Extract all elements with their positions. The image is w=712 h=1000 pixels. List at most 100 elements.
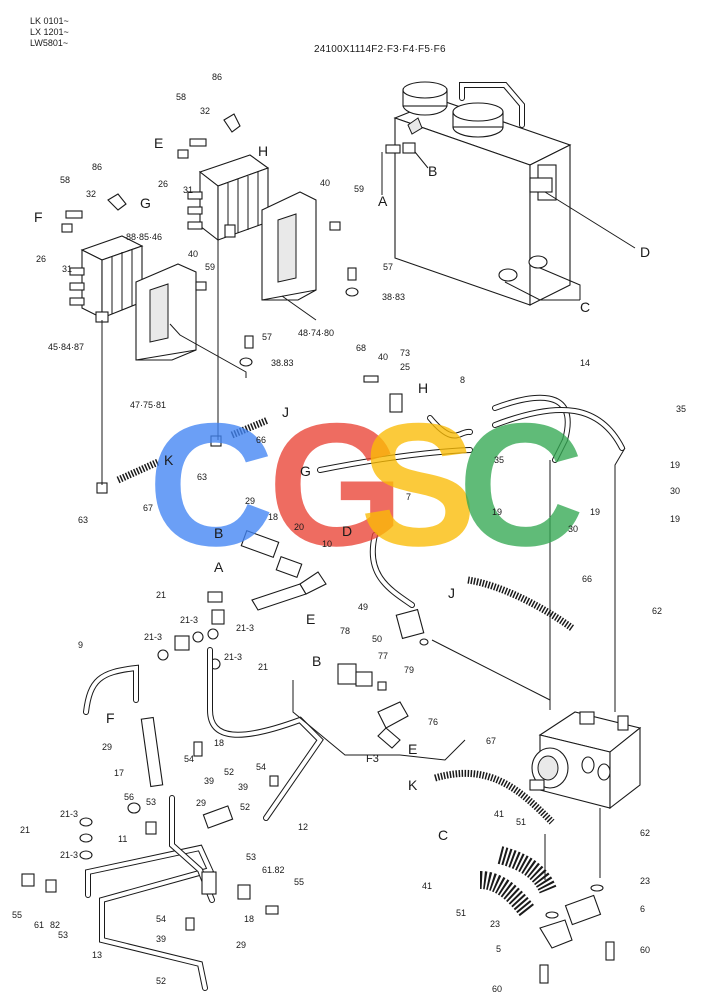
callout: 9 bbox=[78, 640, 83, 650]
callout: 32 bbox=[200, 106, 210, 116]
callout: 54 bbox=[256, 762, 266, 772]
callout: 29 bbox=[102, 742, 112, 752]
callout: 21-3 bbox=[180, 615, 198, 625]
callout: 48·74·80 bbox=[298, 328, 334, 338]
callout: 51 bbox=[456, 908, 466, 918]
callout: 61 bbox=[34, 920, 44, 930]
callout: 55 bbox=[294, 877, 304, 887]
valve-bracket-lower bbox=[135, 263, 197, 361]
connection-letter: J bbox=[282, 404, 289, 420]
callout: 19 bbox=[590, 507, 600, 517]
callout: 35 bbox=[494, 455, 504, 465]
connection-letter: E bbox=[408, 741, 417, 757]
callout: 39 bbox=[204, 776, 214, 786]
callout: 56 bbox=[124, 792, 134, 802]
callout: 30 bbox=[670, 486, 680, 496]
callout: 21-3 bbox=[224, 652, 242, 662]
connection-letter: A bbox=[378, 193, 388, 209]
callout: 38·83 bbox=[382, 292, 405, 302]
connection-letter: D bbox=[342, 523, 352, 539]
callout: 67 bbox=[486, 736, 496, 746]
connection-letter: E bbox=[154, 135, 163, 151]
callout: 76 bbox=[428, 717, 438, 727]
callout: 31 bbox=[183, 185, 193, 195]
callout: 23 bbox=[490, 919, 500, 929]
callout: 10 bbox=[322, 539, 332, 549]
callout: 57 bbox=[383, 262, 393, 272]
callout: 54 bbox=[156, 914, 166, 924]
callout: 45·84·87 bbox=[48, 342, 84, 352]
watermark-letter-s: S bbox=[360, 388, 477, 583]
callout: 59 bbox=[354, 184, 364, 194]
serial-range-1: LK 0101~ bbox=[30, 16, 69, 26]
callout: 12 bbox=[298, 822, 308, 832]
callout: 55 bbox=[12, 910, 22, 920]
callout: 19 bbox=[670, 460, 680, 470]
callout: 53 bbox=[246, 852, 256, 862]
callout: 51 bbox=[516, 817, 526, 827]
callout: 29 bbox=[236, 940, 246, 950]
callout: 88·85·46 bbox=[126, 232, 162, 242]
callout: 60 bbox=[640, 945, 650, 955]
callout: 17 bbox=[114, 768, 124, 778]
connection-letter: G bbox=[140, 195, 151, 211]
callout: 29 bbox=[196, 798, 206, 808]
callout: 26 bbox=[36, 254, 46, 264]
watermark-letter-c-2: C bbox=[458, 388, 584, 583]
valve-bracket-upper bbox=[261, 191, 317, 301]
callout: 49 bbox=[358, 602, 368, 612]
callout: 62 bbox=[652, 606, 662, 616]
callout: 73 bbox=[400, 348, 410, 358]
callout: 38.83 bbox=[271, 358, 294, 368]
callout: 47·75·81 bbox=[130, 400, 166, 410]
callout: 31 bbox=[62, 264, 72, 274]
callout: 41 bbox=[494, 809, 504, 819]
callout: 7 bbox=[406, 492, 411, 502]
connection-letter: F bbox=[106, 710, 115, 726]
callout: 20 bbox=[294, 522, 304, 532]
callout: 52 bbox=[224, 767, 234, 777]
connection-letter: K bbox=[164, 452, 174, 468]
callout: 19 bbox=[670, 514, 680, 524]
callout: 11 bbox=[118, 834, 127, 844]
callout: 79 bbox=[404, 665, 414, 675]
callout: 29 bbox=[245, 496, 255, 506]
callout: 78 bbox=[340, 626, 350, 636]
callout: 54 bbox=[184, 754, 194, 764]
watermark: C G S C bbox=[148, 388, 584, 583]
callout: 66 bbox=[256, 435, 266, 445]
hydraulic-tank bbox=[385, 81, 572, 306]
callout: 21-3 bbox=[144, 632, 162, 642]
callout: 63 bbox=[78, 515, 88, 525]
callout: 35 bbox=[676, 404, 686, 414]
callout: 68 bbox=[356, 343, 366, 353]
connection-letter: H bbox=[258, 143, 268, 159]
connection-letters: H E G F A B D C J K H G B D J A E B E F … bbox=[34, 135, 650, 843]
connection-letter: G bbox=[300, 463, 311, 479]
callout: 26 bbox=[158, 179, 168, 189]
connection-letter: C bbox=[438, 827, 448, 843]
pipe-fittings-middle bbox=[83, 529, 429, 821]
callout: 40 bbox=[188, 249, 198, 259]
callout: 21 bbox=[258, 662, 268, 672]
callout: 40 bbox=[378, 352, 388, 362]
callout: 21 bbox=[20, 825, 30, 835]
callout: 23 bbox=[640, 876, 650, 886]
callout: 52 bbox=[156, 976, 166, 986]
callout: 14 bbox=[580, 358, 590, 368]
callout: 82 bbox=[50, 920, 60, 930]
watermark-letter-g: G bbox=[268, 388, 404, 583]
callout: 21-3 bbox=[60, 809, 78, 819]
callout: 77 bbox=[378, 651, 388, 661]
part-code: 24100X1114F2·F3·F4·F5·F6 bbox=[314, 44, 446, 55]
connection-letter: J bbox=[448, 585, 455, 601]
callout: 57 bbox=[262, 332, 272, 342]
control-valve-lower bbox=[69, 235, 144, 323]
callout: 67 bbox=[143, 503, 153, 513]
callout: 53 bbox=[146, 797, 156, 807]
valve-fittings bbox=[61, 113, 403, 494]
callout: 53 bbox=[58, 930, 68, 940]
serial-range-2: LX 1201~ bbox=[30, 27, 69, 37]
connection-letter: F bbox=[34, 209, 43, 225]
